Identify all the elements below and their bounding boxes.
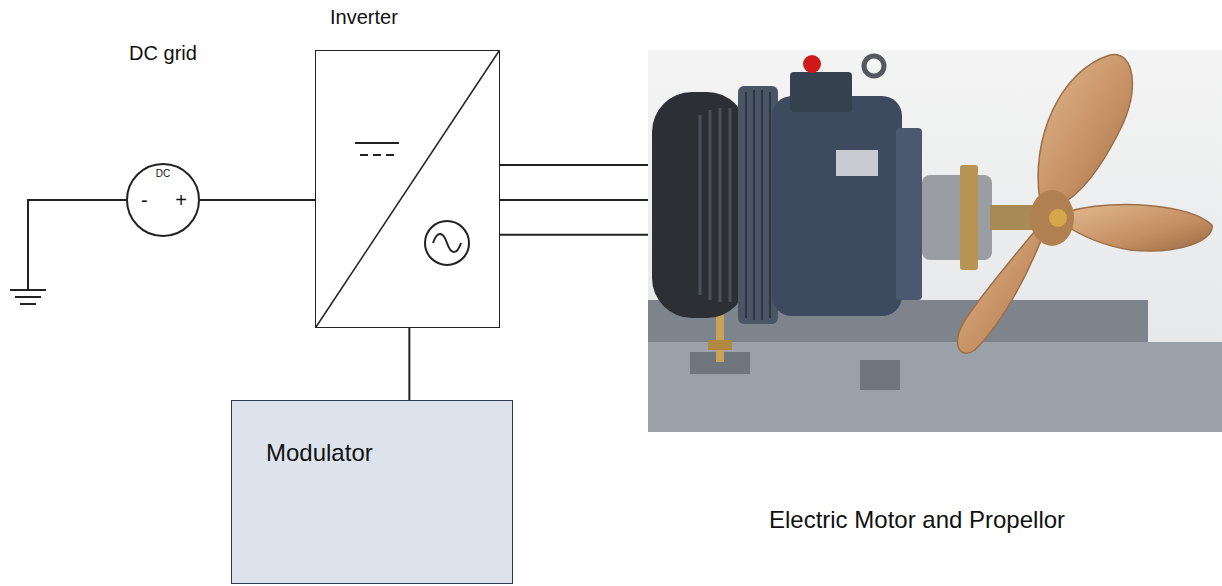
hub-nut (1049, 209, 1067, 227)
propeller-blade (1065, 205, 1212, 251)
dc-symbol (355, 142, 399, 144)
dc-source-circle: DC gridDC-+ (126, 163, 200, 237)
base-block (860, 360, 900, 390)
motor-photo-frame: Electric Motor and Propellor (648, 50, 1222, 432)
coupling (922, 175, 992, 260)
polarity-sign: + (175, 189, 187, 212)
base-plate (648, 342, 1222, 432)
motor-body (772, 96, 902, 316)
connector-wire (500, 164, 648, 166)
propeller-blade (958, 225, 1045, 353)
polarity-sign: - (141, 189, 148, 212)
red-knob (803, 55, 821, 73)
ground-bar (20, 303, 36, 305)
terminal-box (790, 72, 852, 112)
diagonal-line (316, 51, 499, 327)
propeller-hub (1030, 190, 1074, 246)
sine-wave (433, 234, 461, 252)
source-label: DC (156, 168, 170, 180)
connector-wire (500, 234, 648, 236)
source-heading: DC grid (129, 42, 197, 65)
photo-background (648, 50, 1222, 432)
ground-wire (28, 200, 126, 290)
propeller-blade (1038, 55, 1132, 205)
ring-ribs (746, 90, 770, 320)
dc-symbol (360, 154, 394, 156)
photo-caption: Electric Motor and Propellor (769, 506, 1065, 534)
modulator-box: Modulator (231, 400, 513, 584)
brass-ring (960, 165, 978, 270)
connector-wire (200, 199, 315, 201)
connector-wire (408, 328, 410, 400)
ground-symbol (10, 200, 126, 304)
eye-bolt (864, 56, 884, 76)
motor-end-cap (652, 92, 747, 318)
ground-bar (15, 296, 41, 298)
inverter-symbol (316, 51, 499, 327)
ac-symbol (425, 221, 469, 265)
connector-wire (500, 199, 648, 201)
name-plate (836, 150, 878, 176)
ground-bar (10, 289, 46, 291)
inverter-box: Inverter (315, 50, 500, 328)
box-heading: Inverter (330, 6, 398, 29)
cooling-fins (700, 108, 730, 302)
brass-nut (708, 340, 732, 350)
box-label: Modulator (266, 439, 373, 467)
motor-propeller-picture (648, 50, 1222, 432)
motor-flange (896, 128, 922, 300)
